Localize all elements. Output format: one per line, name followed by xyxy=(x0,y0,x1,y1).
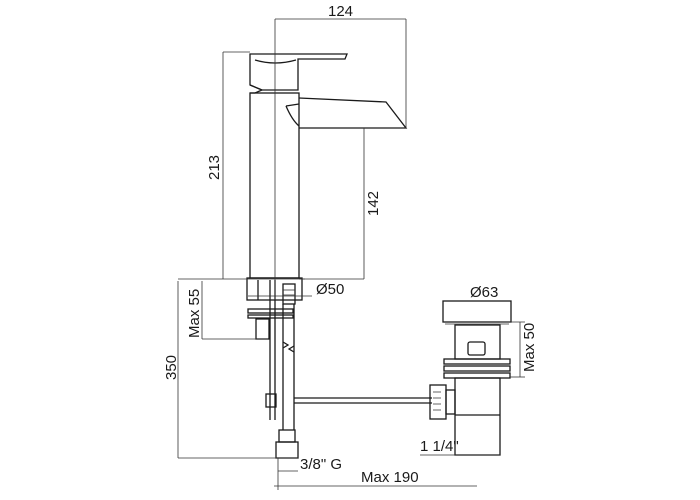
dim-d50: Ø50 xyxy=(316,281,344,298)
dim-1-1-4: 1 1/4" xyxy=(420,438,459,455)
dim-124: 124 xyxy=(328,3,353,20)
pop-up-waste xyxy=(429,300,512,456)
dim-3-8-g: 3/8" G xyxy=(300,456,342,473)
dim-350: 350 xyxy=(163,355,180,380)
dim-max55: Max 55 xyxy=(186,289,203,338)
dimension-lines xyxy=(177,18,525,490)
under-deck-fittings xyxy=(247,283,432,459)
dim-max50: Max 50 xyxy=(521,323,538,372)
dim-142: 142 xyxy=(365,191,382,216)
dim-213: 213 xyxy=(206,155,223,180)
dim-d63: Ø63 xyxy=(470,284,498,301)
faucet-body xyxy=(246,53,408,301)
dim-max190: Max 190 xyxy=(361,469,419,486)
